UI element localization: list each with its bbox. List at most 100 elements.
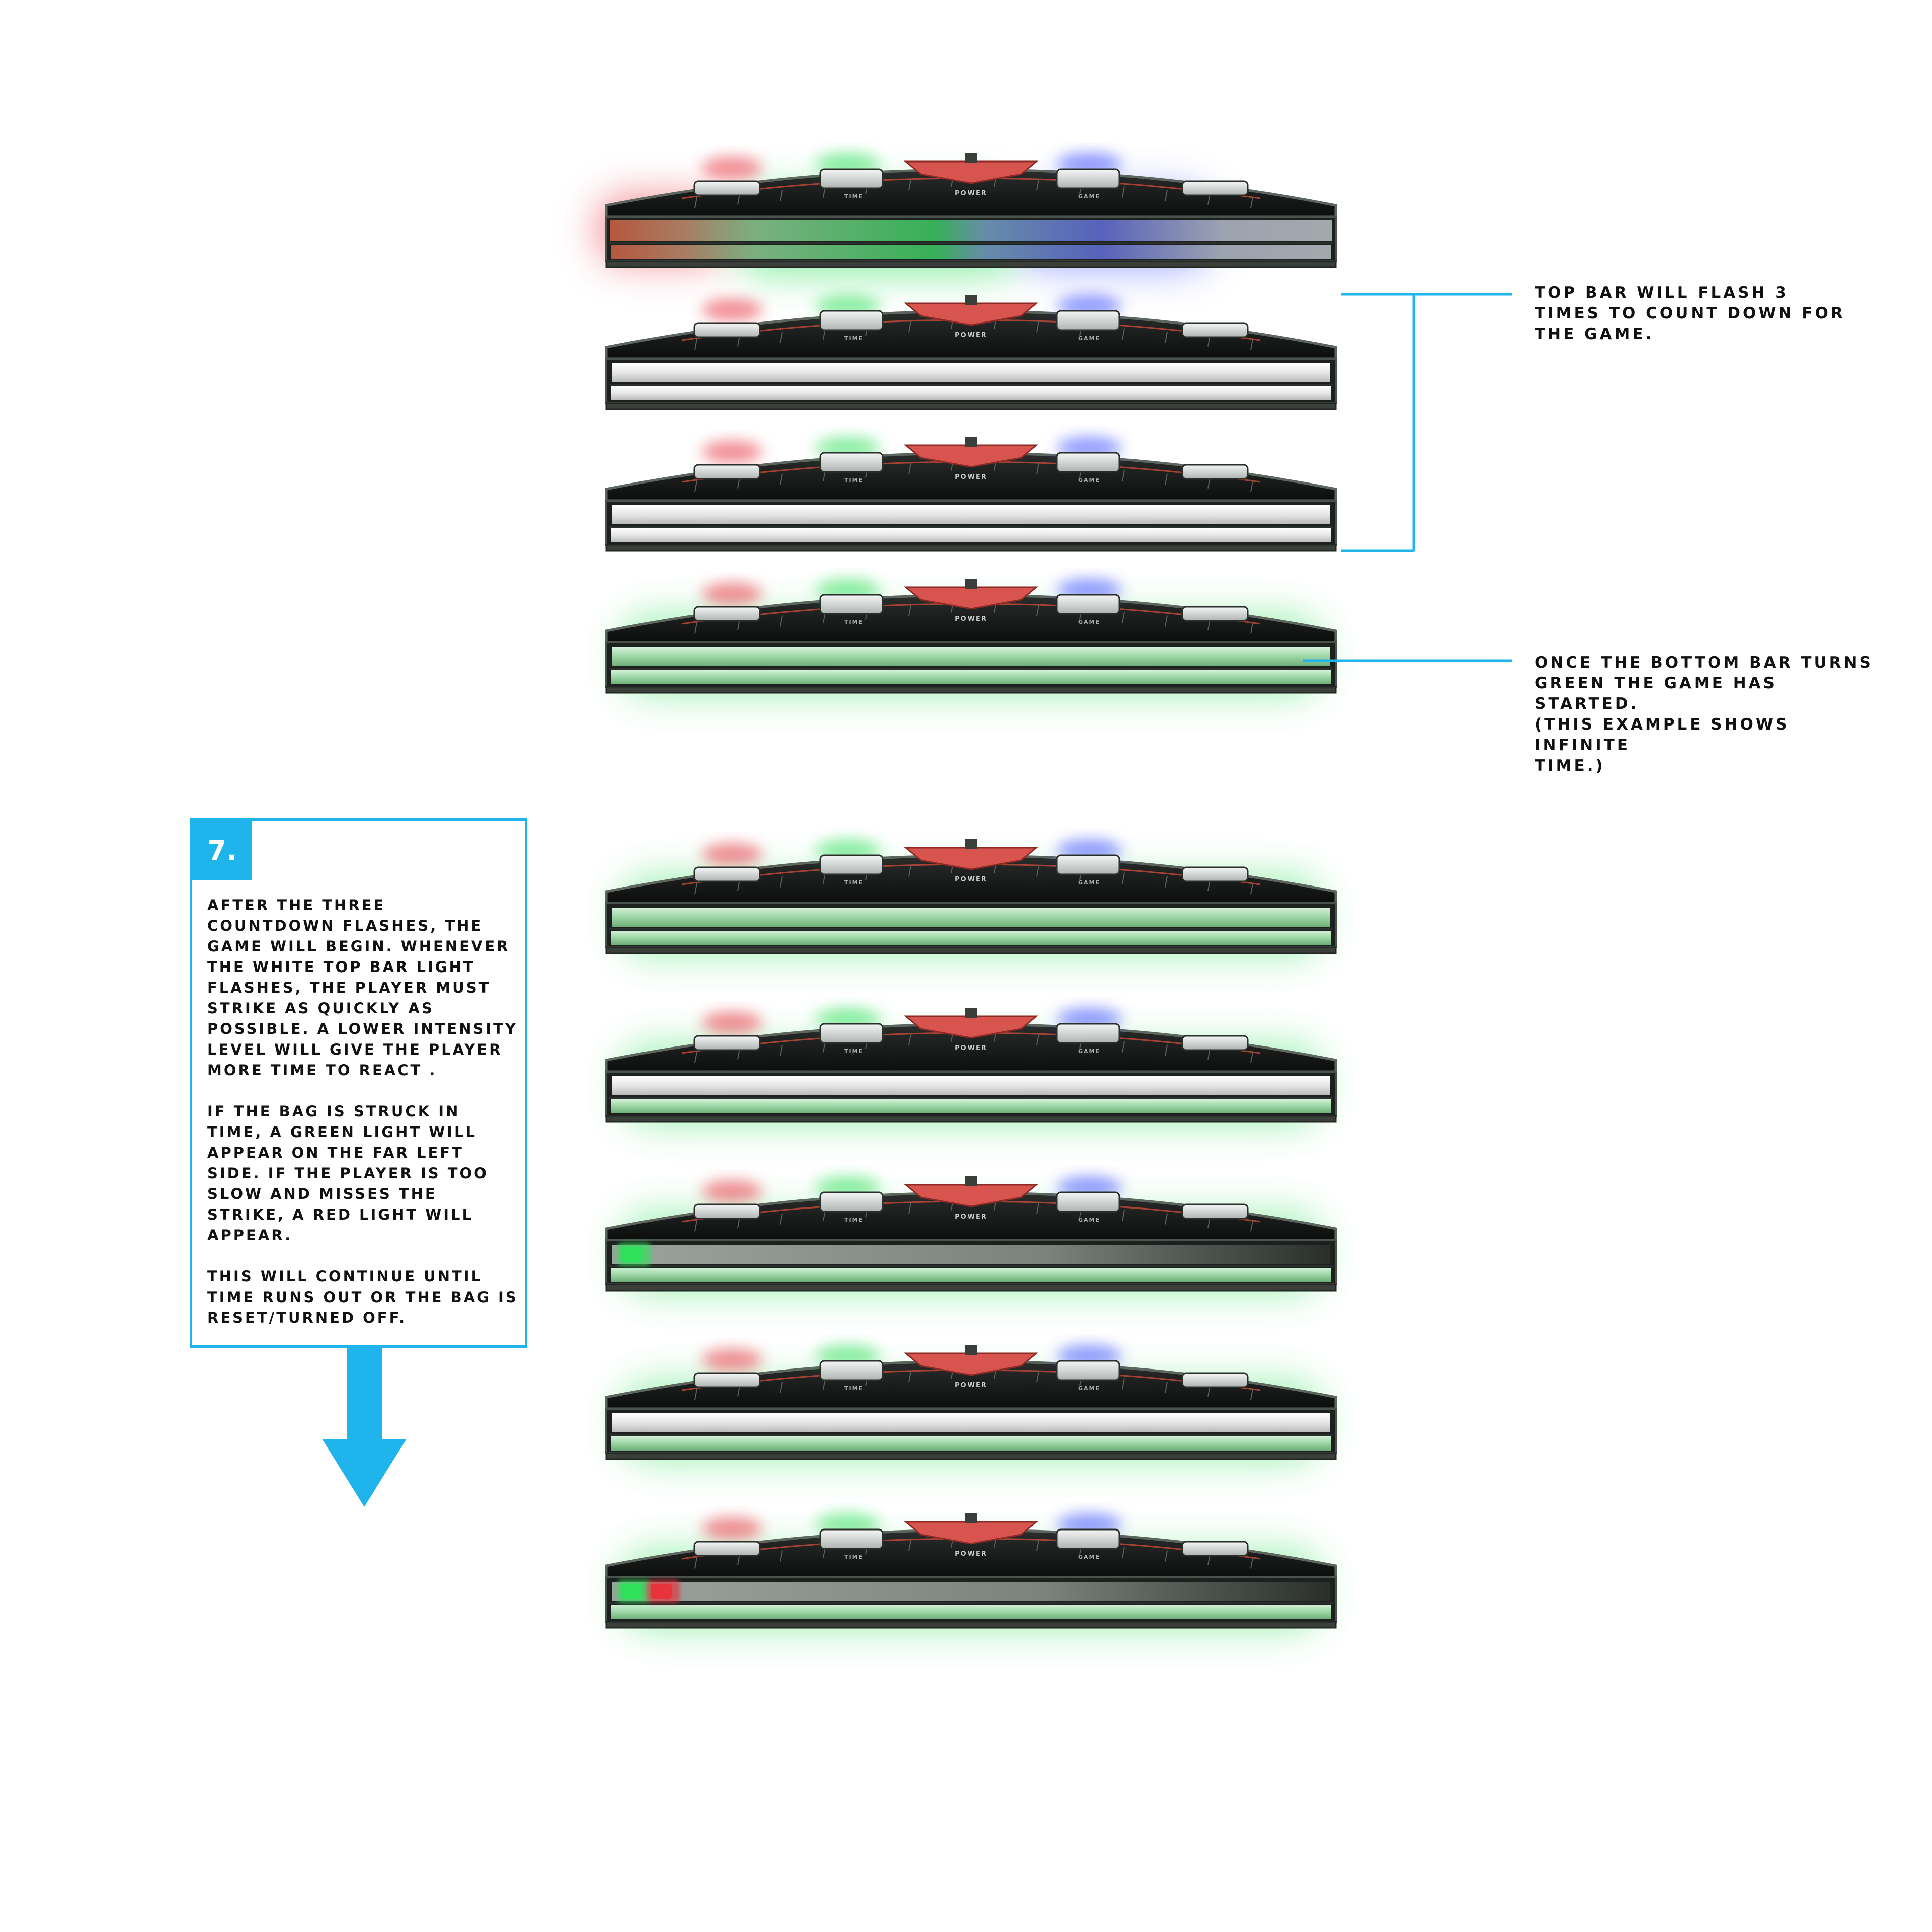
plus-button-icon — [1182, 867, 1248, 881]
plus-button-icon — [1182, 1204, 1248, 1219]
led-red — [702, 1349, 762, 1371]
label-game: GAME — [1078, 1554, 1100, 1560]
power-notch — [965, 579, 977, 589]
minus-button-icon — [694, 1204, 760, 1219]
bottom-light-bar — [611, 1099, 1331, 1113]
bar-divider — [609, 668, 1333, 670]
time-button-icon — [820, 595, 883, 614]
label-time: TIME — [844, 619, 863, 625]
top-light-bar — [612, 505, 1330, 524]
label-game: GAME — [1078, 477, 1100, 484]
step-paragraph: THIS WILL CONTINUE UNTIL TIME RUNS OUT O… — [207, 1266, 519, 1328]
bottom-light-bar — [611, 528, 1331, 542]
led-red — [702, 299, 762, 321]
step-number-badge: 7. — [192, 821, 252, 880]
down-arrow — [322, 1348, 407, 1507]
step-description: AFTER THE THREE COUNTDOWN FLASHES, THE G… — [207, 895, 519, 1349]
label-power: POWER — [955, 473, 987, 481]
led-red — [702, 441, 762, 463]
base-plate — [606, 1284, 1336, 1291]
label-power: POWER — [955, 1382, 987, 1389]
power-notch — [965, 1008, 977, 1018]
time-button-icon — [820, 1024, 883, 1043]
label-time: TIME — [844, 193, 863, 200]
bar-divider — [609, 526, 1333, 528]
bottom-light-bar — [611, 931, 1331, 945]
time-button-icon — [820, 311, 883, 330]
device-strike-signal: POWER TIME GAME — [606, 1008, 1336, 1124]
led-red — [702, 157, 762, 179]
game-button-icon — [1057, 1192, 1119, 1212]
device-strike-miss: POWER TIME GAME — [606, 1513, 1336, 1630]
time-button-icon — [820, 1192, 883, 1212]
label-time: TIME — [844, 335, 863, 342]
game-button-icon — [1057, 453, 1119, 472]
label-power: POWER — [955, 190, 987, 197]
bottom-light-bar — [611, 245, 1331, 259]
bar-divider — [609, 1602, 1333, 1604]
top-light-bar — [612, 1413, 1330, 1432]
base-plate — [606, 687, 1336, 693]
led-red — [702, 1517, 762, 1540]
label-game: GAME — [1078, 1217, 1100, 1223]
minus-button-icon — [694, 465, 760, 479]
step-paragraph: IF THE BAG IS STRUCK IN TIME, A GREEN LI… — [207, 1101, 519, 1246]
device-game-started: POWERTIMEGAME — [606, 579, 1336, 695]
bar-divider — [609, 1265, 1333, 1267]
label-power: POWER — [955, 876, 987, 883]
power-notch — [965, 153, 977, 163]
bottom-light-bar — [611, 1268, 1331, 1282]
top-light-bar — [612, 363, 1330, 382]
plus-button-icon — [1182, 1036, 1248, 1050]
bar-divider — [609, 928, 1333, 930]
minus-button-icon — [694, 323, 760, 337]
bottom-light-bar — [611, 1605, 1331, 1619]
top-light-bar — [612, 1245, 1330, 1264]
label-time: TIME — [844, 1048, 863, 1055]
minus-button-icon — [694, 181, 760, 195]
time-button-icon — [820, 1361, 883, 1380]
plus-button-icon — [1182, 181, 1248, 195]
time-button-icon — [820, 169, 883, 188]
led-red — [702, 583, 762, 605]
base-plate — [606, 261, 1336, 267]
label-game: GAME — [1078, 1048, 1100, 1055]
bar-divider — [609, 1434, 1333, 1436]
label-game: GAME — [1078, 1385, 1100, 1392]
annotation-game-started: ONCE THE BOTTOM BAR TURNS GREEN THE GAME… — [1535, 653, 1877, 776]
bottom-light-bar — [611, 1436, 1331, 1451]
top-light-bar — [612, 1582, 1330, 1601]
plus-button-icon — [1182, 607, 1248, 621]
label-game: GAME — [1078, 879, 1100, 886]
label-power: POWER — [955, 1550, 987, 1558]
led-red — [702, 843, 762, 865]
game-button-icon — [1057, 595, 1119, 614]
minus-button-icon — [694, 607, 760, 621]
plus-button-icon — [1182, 1542, 1248, 1556]
plus-button-icon — [1182, 465, 1248, 479]
game-button-icon — [1057, 311, 1119, 330]
power-notch — [965, 1345, 977, 1355]
step-instruction-box: 7. AFTER THE THREE COUNTDOWN FLASHES, TH… — [190, 818, 527, 1348]
device-countdown-flash-1: POWERTIMEGAME — [606, 295, 1336, 409]
top-light-bar — [612, 908, 1330, 927]
label-power: POWER — [955, 615, 987, 623]
game-button-icon — [1057, 169, 1119, 188]
led-red — [702, 1012, 762, 1034]
label-power: POWER — [955, 1213, 987, 1221]
label-time: TIME — [844, 879, 863, 886]
minus-button-icon — [694, 1036, 760, 1050]
plus-button-icon — [1182, 1373, 1248, 1387]
time-button-icon — [820, 453, 883, 472]
label-power: POWER — [955, 1044, 987, 1052]
time-button-icon — [820, 855, 883, 874]
label-time: TIME — [844, 1217, 863, 1223]
bar-divider — [609, 1097, 1333, 1099]
base-plate — [606, 545, 1336, 551]
bar-divider — [609, 384, 1333, 386]
step-paragraph: AFTER THE THREE COUNTDOWN FLASHES, THE G… — [207, 895, 519, 1081]
label-time: TIME — [844, 1554, 863, 1560]
